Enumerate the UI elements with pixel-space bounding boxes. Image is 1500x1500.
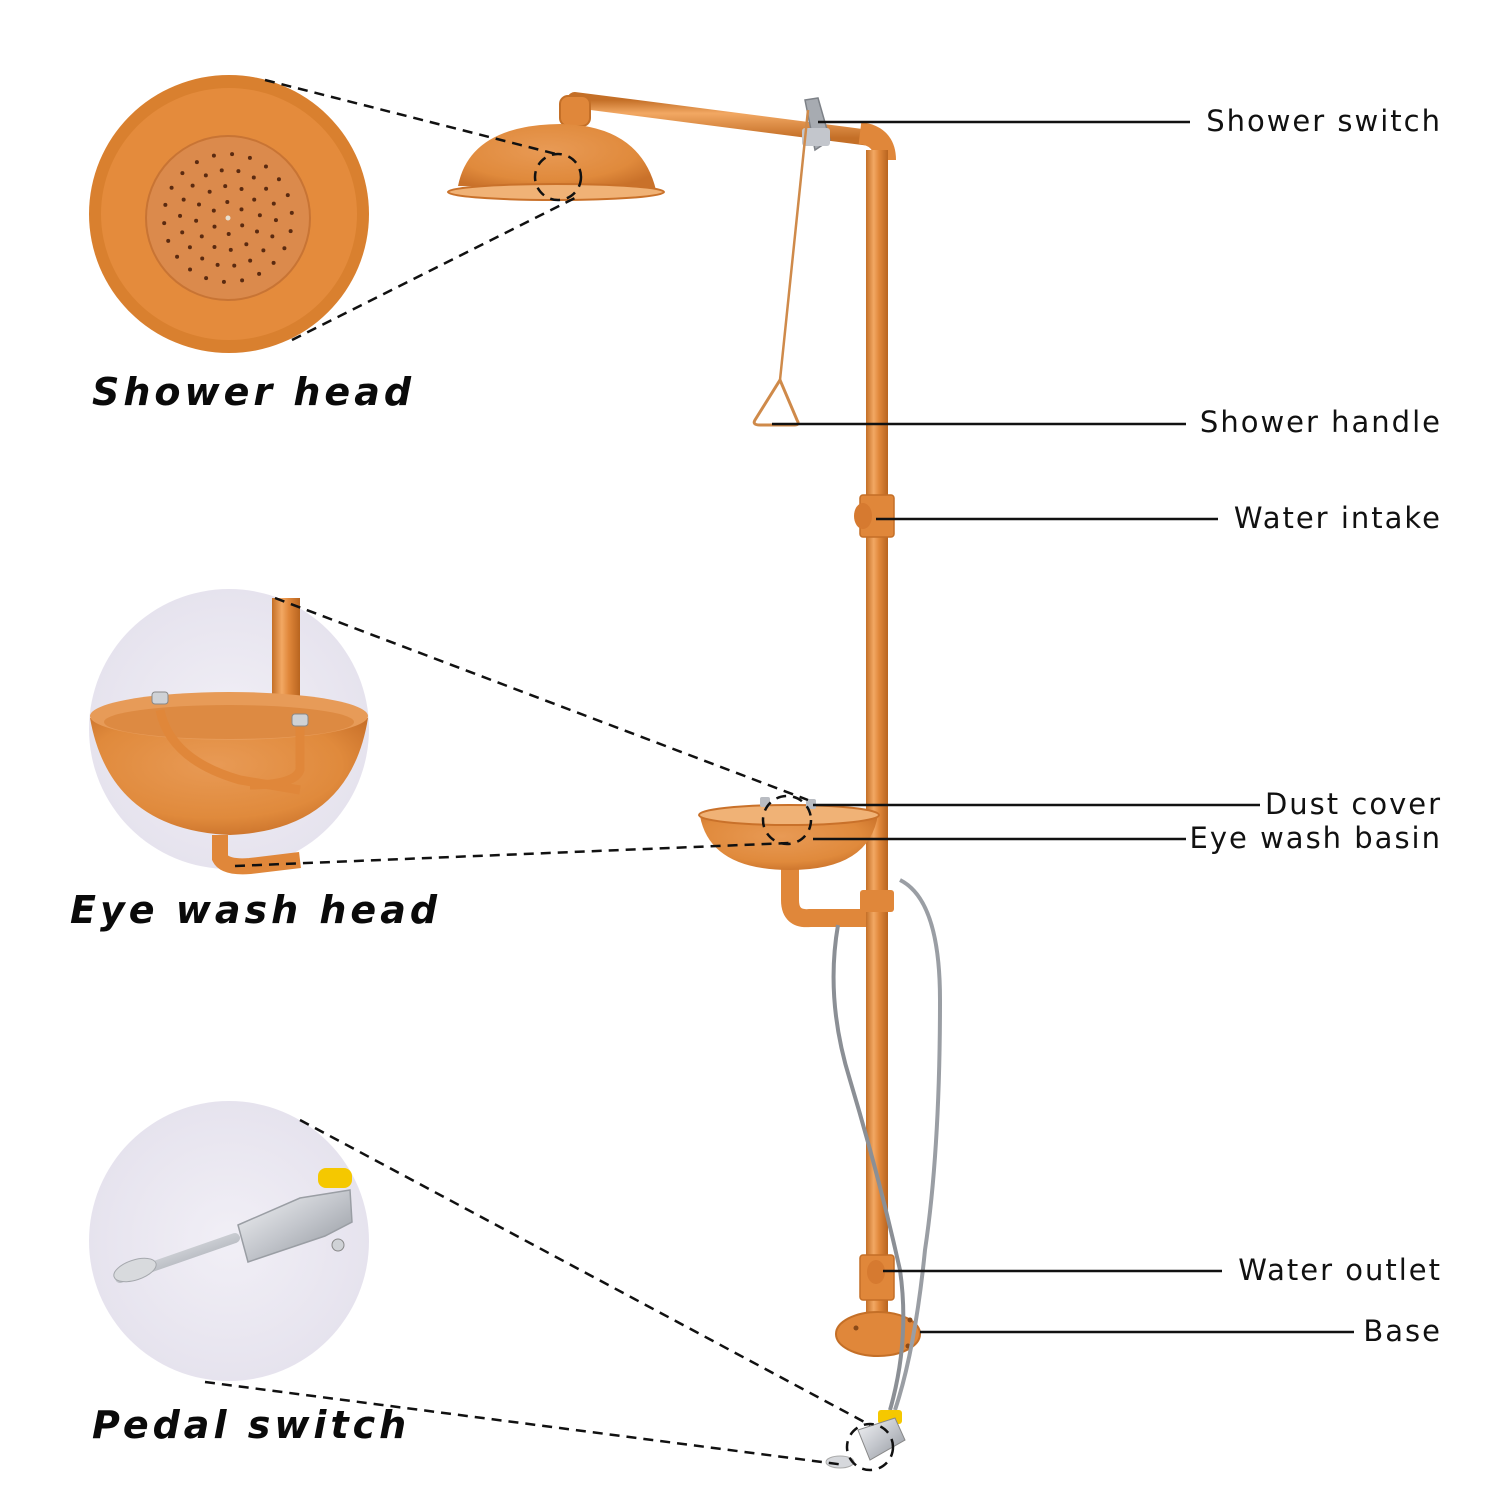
- shower-hole: [225, 200, 230, 205]
- shower-hole: [212, 224, 217, 229]
- title-shower-head: Shower head: [92, 370, 416, 414]
- shower-hole: [200, 256, 205, 261]
- shower-hole: [257, 213, 262, 218]
- shower-hole: [247, 155, 252, 160]
- shower-hole: [248, 258, 253, 263]
- shower-hole: [263, 164, 268, 169]
- shower-hole: [219, 168, 224, 173]
- eye-wash-connector-bottom: [234, 841, 791, 868]
- label-water-outlet: Water outlet: [1238, 1253, 1442, 1287]
- pedal-connector-bottom: [204, 1380, 846, 1467]
- hoses: [831, 878, 943, 1411]
- eye-wash-connector-top: [274, 596, 809, 802]
- shower-holes: [162, 152, 294, 284]
- shower-hole: [271, 201, 276, 206]
- shower-switch: [802, 97, 831, 152]
- shower-hole: [211, 208, 216, 213]
- eye-wash-zoom-ring: [761, 794, 813, 846]
- shower-hole: [203, 173, 208, 178]
- label-shower-handle: Shower handle: [1199, 405, 1442, 439]
- shower-hole: [271, 260, 276, 265]
- shower-hole: [166, 238, 171, 243]
- main-column: [854, 150, 895, 1340]
- shower-hole: [239, 186, 244, 191]
- pedal-zoom-ring: [845, 1422, 895, 1472]
- shower-hole: [226, 231, 231, 236]
- shower-hole: [288, 229, 293, 234]
- station: [447, 92, 943, 1469]
- shower-hole: [199, 234, 204, 239]
- shower-hole: [285, 193, 290, 198]
- label-base: Base: [1363, 1314, 1442, 1348]
- shower-hole: [264, 186, 269, 191]
- shower-hole: [255, 229, 260, 234]
- title-eye-wash-head: Eye wash head: [70, 888, 442, 932]
- shower-hole: [194, 218, 199, 223]
- shower-hole: [270, 234, 275, 239]
- shower-hole: [282, 246, 287, 251]
- shower-hole: [194, 160, 199, 165]
- shower-head: [447, 124, 665, 201]
- shower-hole: [244, 242, 249, 247]
- shower-hole: [232, 263, 237, 268]
- leader-lines: [772, 120, 1354, 1334]
- shower-hole: [257, 271, 262, 276]
- shower-hole: [273, 218, 278, 223]
- shower-hole: [228, 247, 233, 252]
- shower-hole: [181, 197, 186, 202]
- pedal-switch-unit: [825, 1410, 906, 1469]
- shower-hole: [240, 223, 245, 228]
- shower-head-connector-bottom: [291, 196, 576, 342]
- shower-hole: [236, 169, 241, 174]
- shower-hole: [190, 183, 195, 188]
- shower-hole: [178, 213, 183, 218]
- shower-hole: [221, 279, 226, 284]
- shower-hole: [239, 207, 244, 212]
- pedal-connector-top: [299, 1118, 871, 1427]
- shower-hole: [215, 262, 220, 267]
- shower-head-zoom-ring: [533, 152, 583, 202]
- shower-hole: [196, 202, 201, 207]
- shower-head-detail: [89, 75, 369, 353]
- pedal-switch-detail: [89, 1101, 369, 1381]
- eye-wash-basin: [698, 797, 880, 928]
- shower-hole: [261, 248, 266, 253]
- shower-hole: [180, 230, 185, 235]
- title-pedal-switch: Pedal switch: [92, 1403, 411, 1447]
- shower-hole: [188, 267, 193, 272]
- shower-hole: [169, 185, 174, 190]
- label-shower-switch: Shower switch: [1206, 104, 1442, 138]
- eye-wash-head-detail: [89, 589, 369, 875]
- shower-hole: [289, 210, 294, 215]
- shower-hole: [207, 189, 212, 194]
- shower-hole: [163, 202, 168, 207]
- shower-hole: [223, 184, 228, 189]
- dashed-connectors: [204, 78, 895, 1472]
- shower-hole: [276, 177, 281, 182]
- shower-hole: [187, 245, 192, 250]
- shower-hole: [240, 278, 245, 283]
- shower-hole: [251, 175, 256, 180]
- base-plate: [835, 1311, 921, 1357]
- label-water-intake: Water intake: [1233, 501, 1442, 535]
- label-dust-cover: Dust cover: [1264, 787, 1442, 821]
- shower-hole: [252, 197, 257, 202]
- shower-hole: [175, 254, 180, 259]
- shower-hole: [212, 245, 217, 250]
- shower-hole: [225, 215, 231, 221]
- shower-hole: [204, 276, 209, 281]
- shower-hole: [230, 152, 235, 157]
- shower-hole: [162, 221, 167, 226]
- shower-hole: [180, 171, 185, 176]
- label-eye-wash-basin: Eye wash basin: [1189, 821, 1442, 855]
- shower-handle: [752, 109, 810, 427]
- shower-hole: [211, 153, 216, 158]
